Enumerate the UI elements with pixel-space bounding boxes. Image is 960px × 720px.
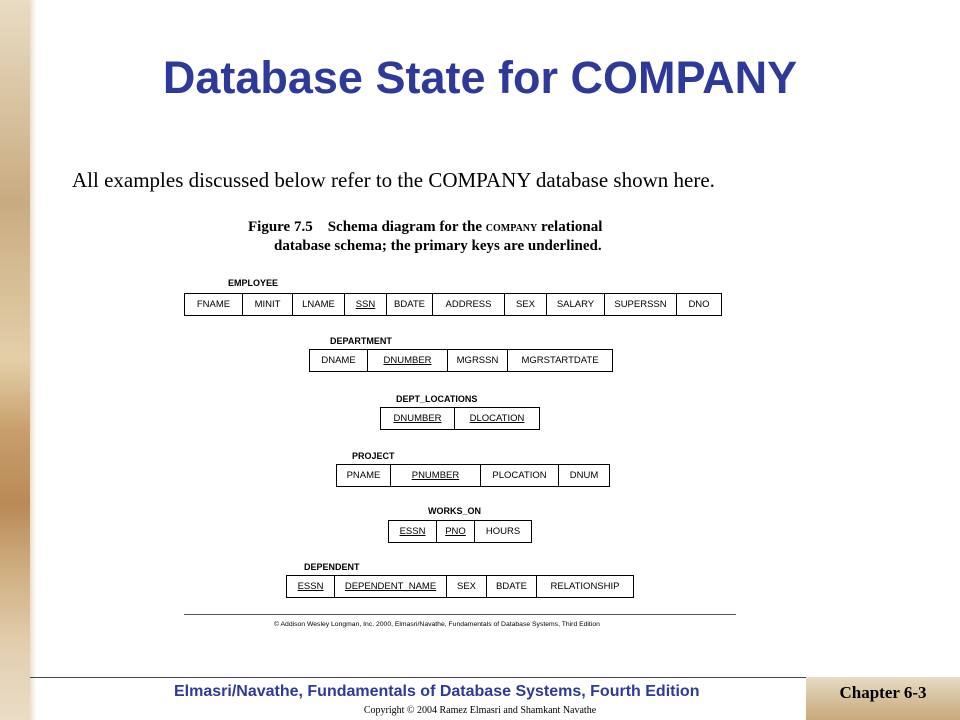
- slide-title: Database State for COMPANY: [162, 52, 798, 103]
- figure-caption-company: company: [485, 220, 538, 235]
- attribute-address: ADDRESS: [433, 294, 505, 315]
- attribute-dname: DNAME: [310, 350, 368, 371]
- attribute-dno: DNO: [688, 299, 710, 310]
- attribute-bdate: BDATE: [387, 294, 433, 315]
- footer-divider: [30, 677, 960, 678]
- attribute-sex: SEX: [447, 576, 487, 597]
- attribute-dependent-name: DEPENDENT_NAME: [335, 576, 447, 597]
- attribute-essn: ESSN: [389, 521, 437, 542]
- attribute-lname: LNAME: [293, 294, 345, 315]
- attribute-fname: FNAME: [185, 294, 243, 315]
- relation-name-project: PROJECT: [352, 451, 395, 461]
- figure-caption-post: relational: [541, 219, 603, 235]
- relation-name-works-on: WORKS_ON: [428, 506, 482, 516]
- figure-label: Figure 7.5: [248, 219, 313, 235]
- relation-dept-locations: DNUMBER DLOCATION: [380, 407, 540, 430]
- figure-caption: Figure 7.5 Schema diagram for the compan…: [248, 218, 708, 256]
- attribute-dnum: DNUM: [569, 470, 599, 481]
- relation-name-employee: EMPLOYEE: [228, 278, 279, 288]
- attribute-dnumber: DNUMBER: [368, 350, 448, 371]
- attribute-pno: PNO: [437, 521, 475, 542]
- attribute-hours: HOURS: [485, 526, 521, 537]
- attribute-pname: PNAME: [337, 465, 391, 486]
- intro-text: All examples discussed below refer to th…: [72, 168, 715, 192]
- attribute-mgrssn: MGRSSN: [448, 350, 508, 371]
- chapter-label: Chapter 6-3: [839, 683, 927, 702]
- chapter-badge: Chapter 6-3: [806, 677, 960, 720]
- attribute-plocation: PLOCATION: [481, 465, 559, 486]
- attribute-salary: SALARY: [547, 294, 605, 315]
- attribute-sex: SEX: [505, 294, 547, 315]
- attribute-dlocation: DLOCATION: [469, 413, 525, 424]
- relation-name-dept-locations: DEPT_LOCATIONS: [396, 394, 478, 404]
- attribute-bdate: BDATE: [487, 576, 537, 597]
- attribute-dnumber: DNUMBER: [381, 408, 455, 429]
- attribute-superssn: SUPERSSN: [605, 294, 677, 315]
- relation-name-dependent: DEPENDENT: [304, 562, 360, 572]
- attribute-relationship: RELATIONSHIP: [550, 581, 620, 592]
- attribute-essn: ESSN: [287, 576, 335, 597]
- attribute-minit: MINIT: [243, 294, 293, 315]
- figure-divider: [184, 614, 736, 615]
- figure-caption-line2: database schema; the primary keys are un…: [274, 238, 602, 254]
- figure-credit: © Addison Wesley Longman, Inc. 2000, Elm…: [274, 621, 600, 628]
- footer-book-title: Elmasri/Navathe, Fundamentals of Databas…: [174, 683, 700, 700]
- attribute-ssn: SSN: [345, 294, 387, 315]
- attribute-mgrstartdate: MGRSTARTDATE: [521, 355, 599, 366]
- figure-caption-pre: Schema diagram for the: [327, 219, 483, 235]
- relation-name-department: DEPARTMENT: [330, 336, 392, 346]
- footer-copyright: Copyright © 2004 Ramez Elmasri and Shamk…: [363, 705, 597, 716]
- attribute-pnumber: PNUMBER: [391, 465, 481, 486]
- decorative-side-strip: [0, 0, 36, 720]
